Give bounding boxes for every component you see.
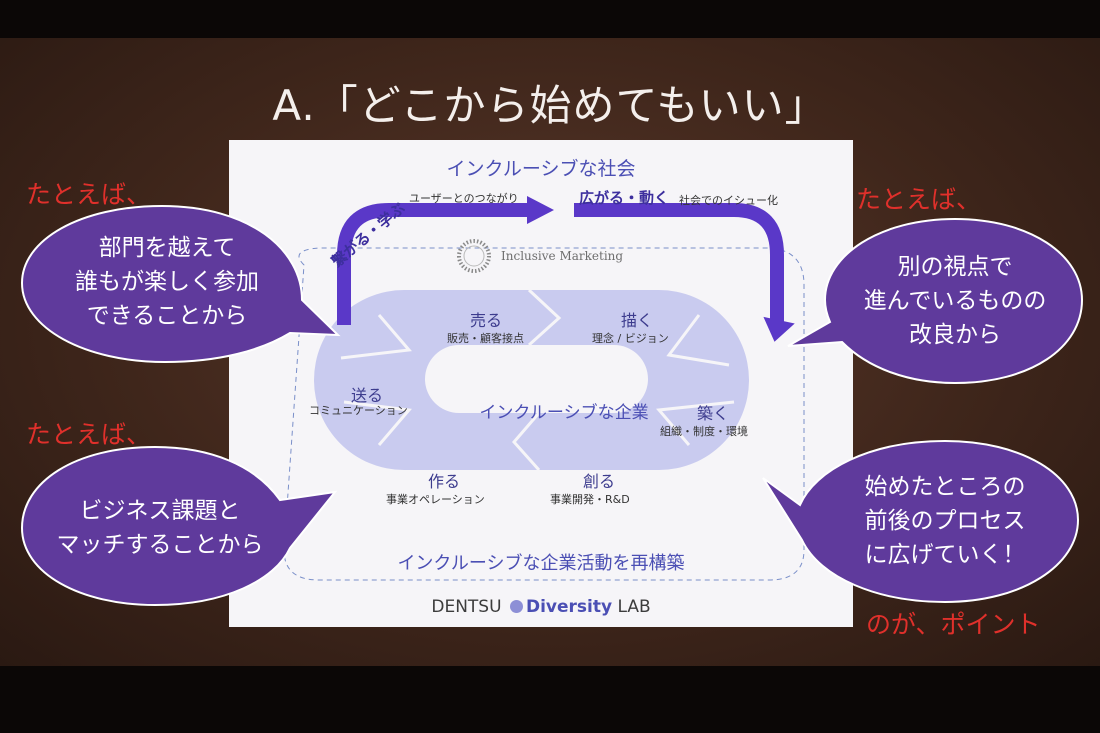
bubble-bottom-right-text: 始めたところの 前後のプロセス に広げていく！ — [830, 470, 1060, 572]
bubble-bottom-left-line: ビジネス課題と — [79, 498, 241, 524]
node-draw-sub: 理念 / ビジョン — [592, 332, 669, 345]
inclusive-marketing-logo: Inclusive Marketing — [455, 237, 623, 275]
bubble-top-right-line: 進んでいるものの — [863, 288, 1047, 314]
label-bottom-right: のが、ポイント — [866, 610, 1041, 639]
bubble-bottom-left-shape — [20, 445, 338, 607]
ring-separators — [340, 288, 735, 471]
bubble-bottom-right-line: に広げていく！ — [864, 542, 1026, 568]
diagram-top-title: インクルーシブな社会 — [446, 158, 636, 180]
bubble-bottom-left-text: ビジネス課題と マッチすることから — [45, 494, 275, 562]
diagram-panel: インクルーシブな社会 繋がる・学ぶ ユーザーとのつながり 広がる・動く 社会での… — [229, 140, 853, 627]
bubble-bottom-right-line: 前後のプロセス — [864, 508, 1026, 534]
brand-left: DENTSU — [431, 597, 502, 617]
arrow-right-label: 広がる・動く — [579, 189, 670, 207]
node-make-title: 作る — [428, 472, 461, 491]
bottom-label: インクルーシブな企業活動を再構築 — [397, 553, 685, 574]
node-create-title: 創る — [583, 472, 616, 491]
center-label: インクルーシブな企業 — [479, 403, 649, 423]
node-create-sub: 事業開発・R&D — [550, 493, 630, 506]
node-build-title: 築く — [697, 404, 730, 423]
brand-mid: Diversity — [525, 597, 613, 617]
bubble-top-left-text: 部門を越えて 誰もが楽しく参加 できることから — [52, 231, 282, 333]
bubble-top-right-line: 改良から — [909, 322, 1001, 348]
brand-logo: DENTSU Diversity LAB — [229, 597, 853, 617]
bubble-bottom-right-shape — [762, 439, 1080, 604]
brand-right: LAB — [617, 597, 651, 617]
label-top-right: たとえば、 — [856, 185, 982, 214]
bubble-bottom-right-line: 始めたところの — [864, 474, 1026, 500]
node-make-sub: 事業オペレーション — [386, 493, 485, 506]
slide-title: A.「どこから始めてもいい」 — [272, 81, 828, 130]
node-sell-sub: 販売・顧客接点 — [447, 332, 524, 345]
arrow-right-sub: 社会でのイシュー化 — [679, 194, 778, 207]
bubble-top-left-line: できることから — [86, 303, 248, 329]
label-mid-left: たとえば、 — [26, 420, 152, 449]
node-send-title: 送る — [351, 386, 384, 405]
bubble-top-left-line: 部門を越えて — [98, 235, 236, 261]
logo-text: Inclusive Marketing — [501, 249, 624, 263]
society-arrow-right — [574, 203, 784, 325]
diagram-graphics — [283, 196, 805, 581]
brand-dot-icon — [509, 600, 523, 613]
node-sell-title: 売る — [470, 311, 503, 330]
process-ring — [314, 290, 749, 470]
node-draw-title: 描く — [621, 311, 654, 330]
society-arrow-head-mid — [527, 196, 554, 224]
node-build-sub: 組織・制度・環境 — [660, 425, 748, 438]
society-arrow — [337, 203, 529, 325]
bubble-top-left-shape — [20, 204, 341, 364]
society-arrow-head-end — [763, 316, 795, 342]
label-top-left: たとえば、 — [26, 180, 152, 209]
bubble-top-left-line: 誰もが楽しく参加 — [75, 269, 259, 295]
wreath-icon — [457, 239, 491, 273]
arrow-left-sub: ユーザーとのつながり — [409, 192, 519, 205]
bubble-top-right-shape — [787, 217, 1084, 385]
node-send-sub: コミュニケーション — [309, 404, 408, 417]
bubble-top-right-line: 別の視点で — [897, 254, 1013, 280]
bubble-bottom-left-line: マッチすることから — [56, 532, 264, 558]
bubble-top-right-text: 別の視点で 進んでいるものの 改良から — [845, 250, 1065, 352]
